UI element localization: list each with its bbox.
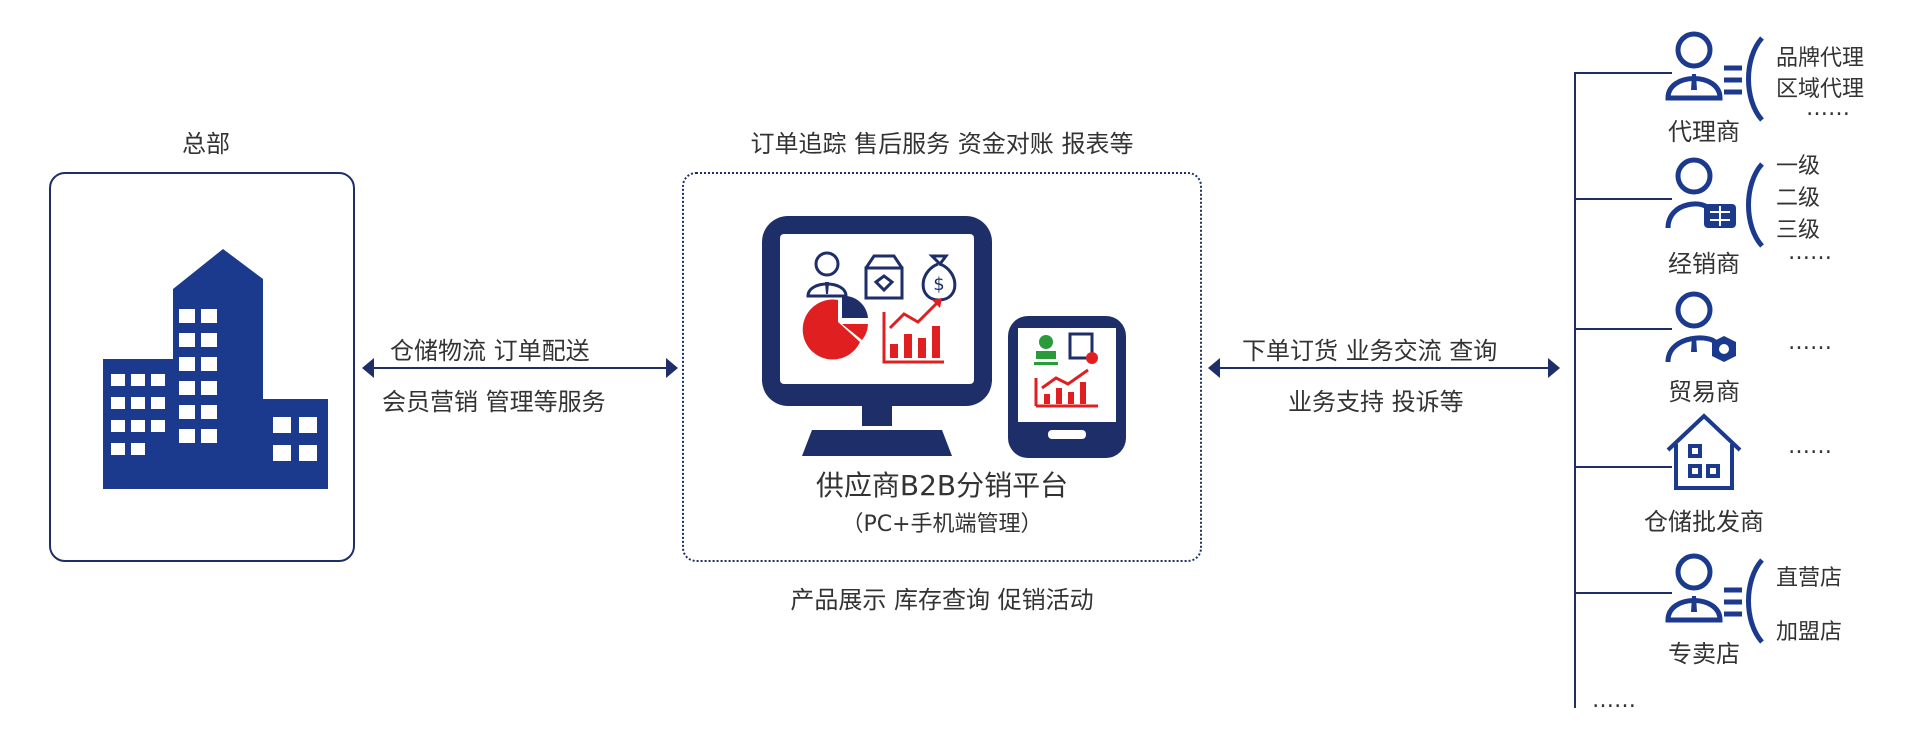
warehouse-sub-more: …… xyxy=(1788,434,1832,459)
warehouse-house-icon xyxy=(1666,413,1742,490)
mobile-phone-icon xyxy=(1008,316,1126,458)
channel-label-store: 专卖店 xyxy=(1668,640,1740,668)
channel-label-agent: 代理商 xyxy=(1668,118,1740,146)
dealer-user-icon xyxy=(1665,157,1736,229)
channel-branch xyxy=(1574,466,1672,468)
trader-sub-more: …… xyxy=(1788,330,1832,355)
headquarters-box xyxy=(49,172,355,562)
channel-tree-trunk xyxy=(1574,72,1576,708)
channels-more: …… xyxy=(1592,688,1636,713)
left-double-arrow xyxy=(362,358,678,378)
agent-sub-brand: 品牌代理 xyxy=(1776,46,1865,71)
store-bracket-icon xyxy=(1746,558,1764,644)
office-building-icon xyxy=(103,249,328,489)
agent-bracket-icon xyxy=(1746,36,1764,122)
svg-text:$: $ xyxy=(933,274,944,295)
channel-branch xyxy=(1574,328,1672,330)
dealer-bracket-icon xyxy=(1746,162,1764,248)
trader-user-icon xyxy=(1665,291,1736,363)
agent-sub-more: …… xyxy=(1806,96,1850,121)
platform-subtitle: （PC+手机端管理） xyxy=(841,512,1043,537)
right-link-bottom-text: 业务支持 投诉等 xyxy=(1288,388,1464,416)
dealer-sub-level1: 一级 xyxy=(1776,154,1821,179)
right-link-top-text: 下单订货 业务交流 查询 xyxy=(1242,337,1498,365)
platform-bottom-text: 产品展示 库存查询 促销活动 xyxy=(790,586,1094,614)
dealer-sub-level3: 三级 xyxy=(1776,218,1821,243)
platform-title: 供应商B2B分销平台 xyxy=(815,469,1069,502)
platform-top-text: 订单追踪 售后服务 资金对账 报表等 xyxy=(750,130,1134,158)
store-sub-direct: 直营店 xyxy=(1776,566,1843,591)
left-link-top-text: 仓储物流 订单配送 xyxy=(390,337,590,365)
channel-branch xyxy=(1574,72,1672,74)
computer-monitor-icon: $ xyxy=(762,216,992,456)
dealer-sub-level2: 二级 xyxy=(1776,186,1821,211)
channel-label-dealer: 经销商 xyxy=(1668,250,1740,278)
agent-sub-region: 区域代理 xyxy=(1776,77,1865,102)
store-sub-franchise: 加盟店 xyxy=(1776,620,1843,645)
headquarters-label: 总部 xyxy=(182,130,230,158)
dealer-sub-more: …… xyxy=(1788,240,1832,265)
channel-label-warehouse: 仓储批发商 xyxy=(1644,508,1764,536)
channel-label-trader: 贸易商 xyxy=(1668,378,1740,406)
channel-branch xyxy=(1574,198,1672,200)
right-double-arrow xyxy=(1208,358,1560,378)
channel-branch xyxy=(1574,592,1672,594)
store-user-icon xyxy=(1665,553,1742,623)
agent-user-icon xyxy=(1665,31,1742,101)
platform-box: $ 供应商B2B分销平台 （PC+手机端管理） xyxy=(682,172,1202,562)
left-link-bottom-text: 会员营销 管理等服务 xyxy=(382,388,606,416)
